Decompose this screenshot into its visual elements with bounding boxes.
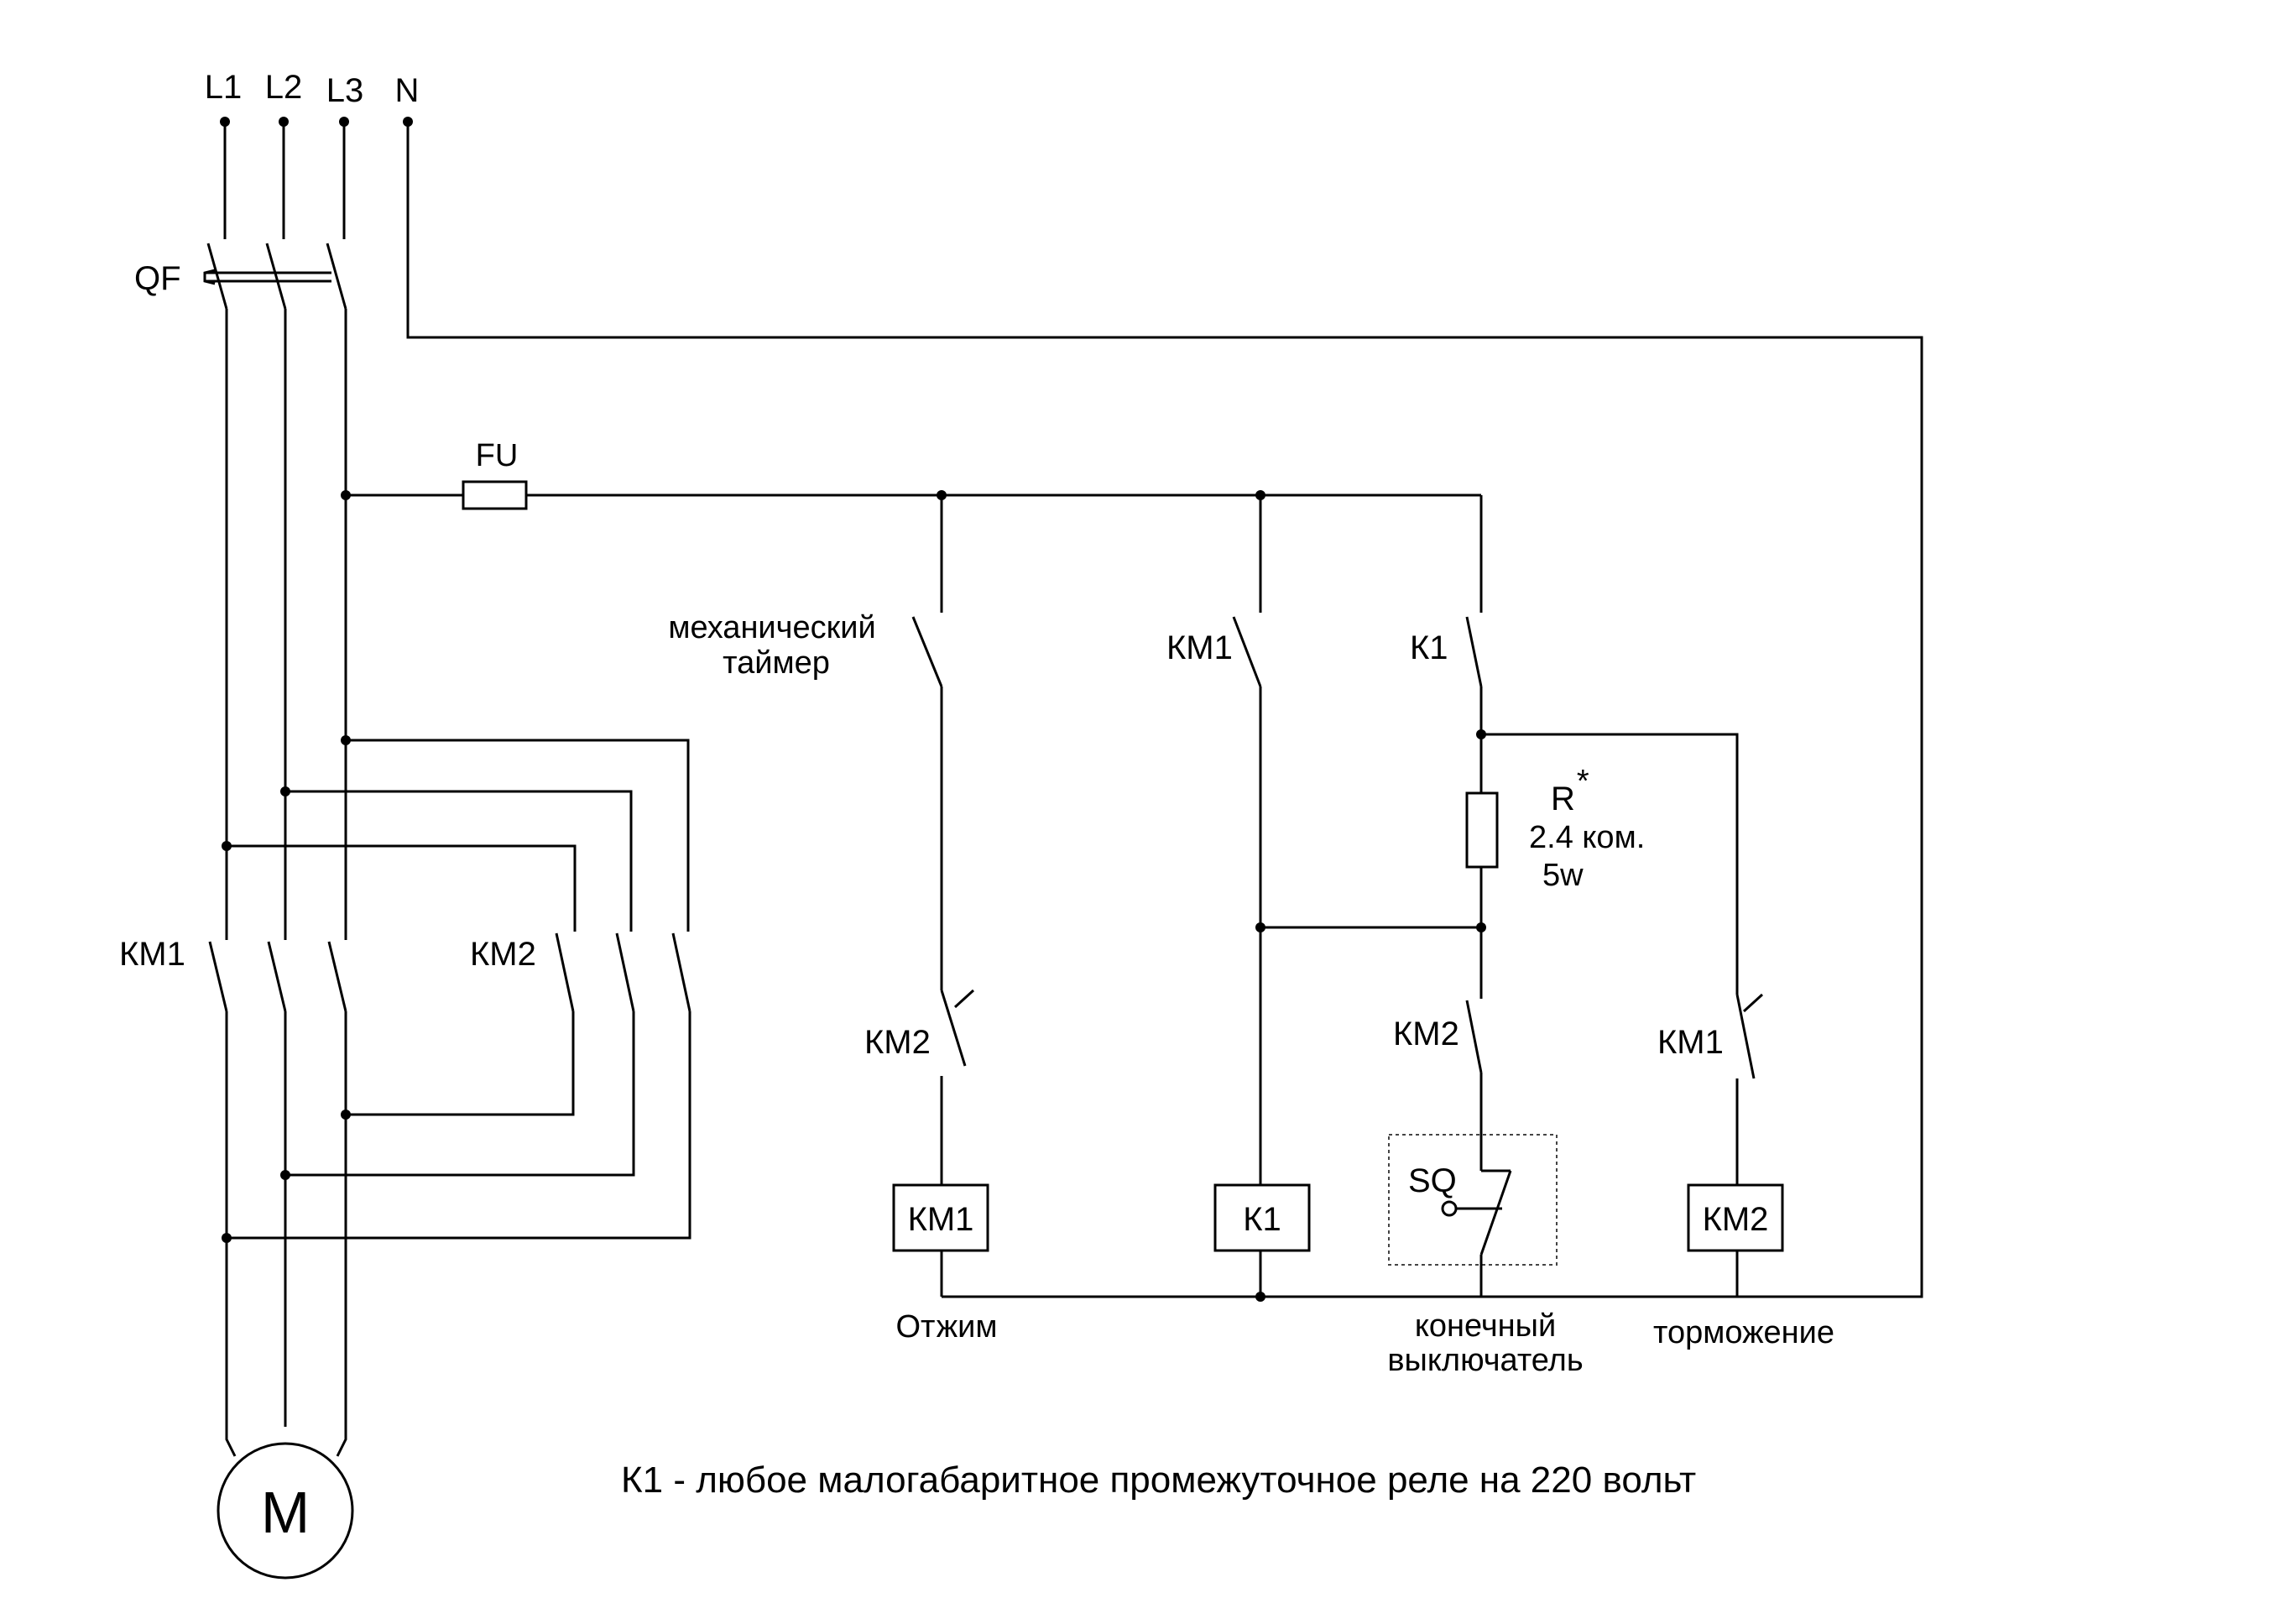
control-feed: FU: [341, 438, 1483, 613]
breaker-label: QF: [134, 260, 181, 297]
coil-k1-label: К1: [1243, 1201, 1281, 1238]
km2-power-contacts: КМ2: [470, 932, 691, 1012]
km1-power-contacts: КМ1: [119, 936, 347, 1012]
coil-km2: [1687, 1183, 1784, 1252]
fuse-fu: [462, 480, 528, 510]
caption-braking: торможение: [1653, 1315, 1834, 1350]
branch-braking: КМ1 КМ2 торможение: [1481, 733, 1834, 1350]
resistor-power: 5w: [1542, 858, 1584, 893]
timer-label-2: таймер: [723, 645, 830, 681]
terminal-n-label: N: [395, 72, 420, 109]
limit-switch-enclosure: [1388, 1134, 1558, 1266]
caption-limit-1: конечный: [1415, 1308, 1556, 1344]
terminal-l3-label: L3: [326, 72, 364, 109]
terminal-l1-label: L1: [205, 69, 243, 106]
branch-limit: К1 R* 2.4 ком. 5w КМ2 SQ конечный выключ…: [1387, 616, 1645, 1378]
caption-spin: Отжим: [896, 1309, 998, 1345]
phase-buses: [225, 309, 347, 940]
coil-k1: [1213, 1183, 1311, 1252]
branch-spin: механический таймер КМ2 КМ1 Отжим: [668, 495, 998, 1345]
motor-label: M: [261, 1480, 310, 1545]
resistor-name: R*: [1551, 764, 1589, 817]
resistor-r: [1465, 791, 1499, 869]
km1-power-label: КМ1: [119, 936, 185, 973]
terminal-l2-label: L2: [265, 69, 303, 106]
motor-circle: [217, 1442, 354, 1580]
fuse-label: FU: [476, 438, 519, 473]
km2-lower-label: КМ2: [1393, 1016, 1459, 1052]
km2-power-label: КМ2: [470, 936, 536, 973]
footnote: К1 - любое малогабаритное промежуточное …: [621, 1460, 1696, 1501]
limit-switch-actuator: [1441, 1200, 1458, 1217]
timer-label-1: механический: [668, 610, 875, 645]
km2-nc-label: КМ2: [864, 1024, 931, 1061]
coil-km1-label: КМ1: [908, 1201, 974, 1238]
km1-nc-label: КМ1: [1657, 1024, 1724, 1061]
km2-reverse-wiring: [222, 735, 691, 1243]
branch-k1: КМ1 К1: [1166, 495, 1481, 1302]
phase-terminals: L1 L2 L3 N: [205, 69, 420, 127]
caption-limit-2: выключатель: [1387, 1343, 1583, 1378]
limit-switch-label: SQ: [1408, 1162, 1457, 1199]
neutral-wire: [406, 122, 1923, 1298]
resistor-value: 2.4 ком.: [1529, 820, 1645, 855]
km1-hold-label: КМ1: [1166, 629, 1233, 666]
motor: M: [217, 1011, 354, 1580]
coil-km2-label: КМ2: [1703, 1201, 1769, 1238]
circuit-breaker-qf: QF: [134, 122, 347, 310]
k1-contact-label: К1: [1410, 629, 1448, 666]
